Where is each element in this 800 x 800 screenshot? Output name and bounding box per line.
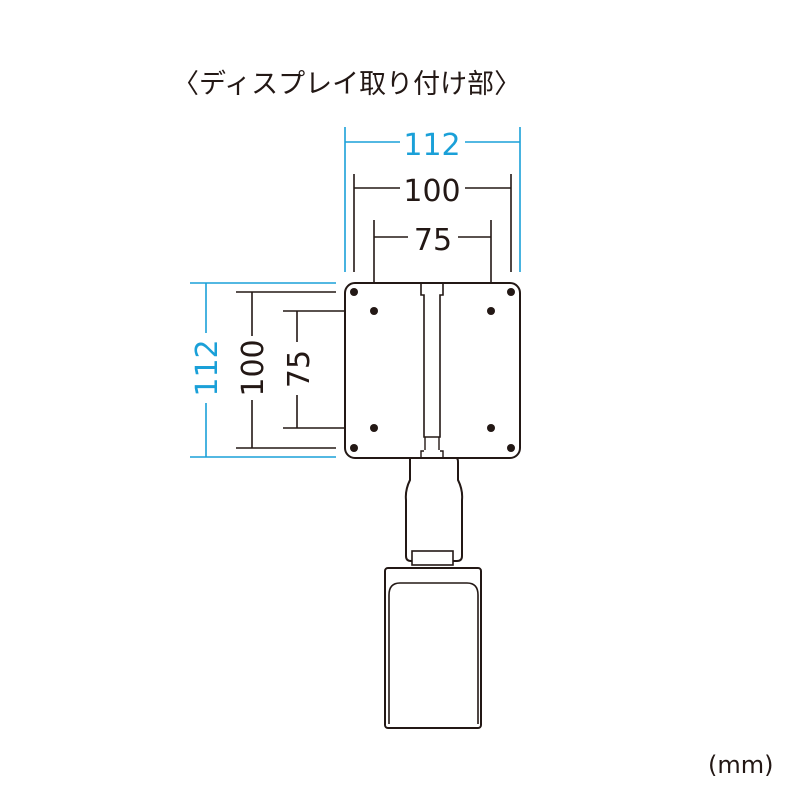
hole-75-bottom-left	[370, 424, 378, 432]
arm-base	[384, 567, 482, 729]
screw-holes	[350, 288, 515, 452]
hole-75-top-right	[487, 307, 495, 315]
horizontal-112-label: 112	[403, 128, 460, 163]
horizontal-dimension-100	[353, 174, 512, 272]
vertical-75-label: 75	[282, 350, 317, 388]
arm-neck	[404, 457, 464, 566]
unit-label: (mm)	[708, 751, 774, 779]
diagram-title: 〈ディスプレイ取り付け部〉	[172, 69, 522, 100]
hole-100-bottom-left	[350, 444, 358, 452]
hole-75-bottom-right	[487, 424, 495, 432]
hole-75-top-left	[370, 307, 378, 315]
vertical-dimension-100	[236, 291, 336, 449]
horizontal-100-label: 100	[403, 174, 460, 209]
hole-100-top-right	[507, 288, 515, 296]
horizontal-dimension-112	[344, 127, 521, 272]
hole-100-top-left	[350, 288, 358, 296]
vertical-112-label: 112	[190, 339, 225, 396]
horizontal-75-label: 75	[414, 223, 452, 258]
vertical-100-label: 100	[236, 339, 271, 396]
vertical-dimension-112	[190, 282, 336, 458]
mounting-plate	[344, 282, 521, 459]
hole-100-bottom-right	[507, 444, 515, 452]
